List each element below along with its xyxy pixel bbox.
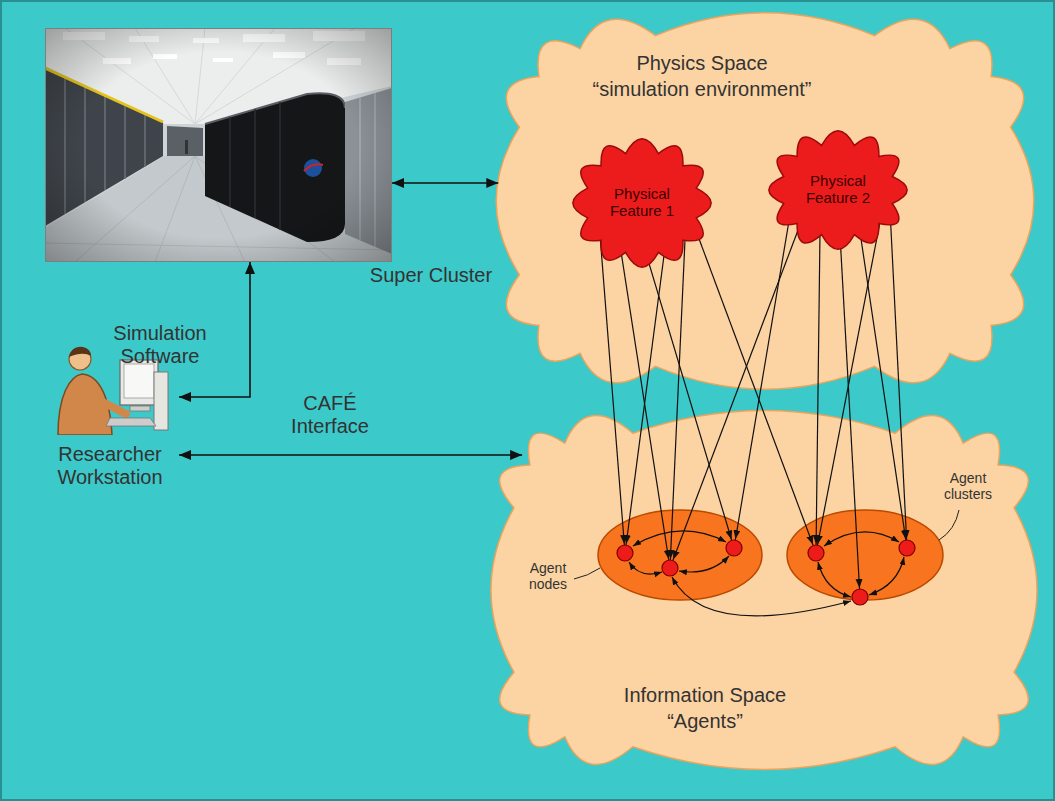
path-part [890,210,907,548]
text-holder: Physics Space [636,52,767,75]
agent-cluster [598,510,762,600]
feature-agent-links [600,210,907,597]
path-part [869,557,904,595]
text-holder: Super Cluster [370,264,492,287]
path-part [633,531,726,546]
path-part [816,222,880,553]
path-part [860,232,907,548]
cloud-shape [491,411,1037,770]
circle-part [617,545,633,561]
path-part [69,347,91,357]
path-part [645,250,734,548]
circle-part [899,540,915,556]
connector-arrow [392,182,498,184]
path-part [818,562,851,597]
path-part [670,240,685,568]
node-text: “Agents” [667,710,743,733]
text-holder: Information Space [624,684,786,707]
path-part [816,232,820,553]
text-holder: “Agents” [667,710,743,733]
path-part [629,562,662,574]
text-holder: CAFÉ Interface [275,392,385,438]
feature-cloud: Physical Feature 1 [572,138,712,268]
path-part [625,248,665,553]
node-text: “simulation environment” [593,78,812,101]
photo-frame: Super Cluster [45,28,392,262]
path-part [620,245,670,568]
circle-part [726,540,742,556]
node-text: Information Space [624,684,786,707]
edge-label: CAFÉ Interface [275,392,385,438]
polygon-part [106,418,156,426]
path-part [574,568,600,579]
node-text: Physical Feature 2 [796,172,880,207]
circle-part [852,589,868,605]
path-part [939,510,959,540]
rect-part [45,28,392,262]
path-part [824,532,899,546]
feature-cloud: Physical Feature 2 [768,130,908,250]
rect-part [46,29,392,262]
path-part [679,556,729,572]
information-cloud: Information Space “Agents” [490,410,1038,770]
text-holder: Agent nodes [520,560,576,592]
agent-cluster [787,510,943,600]
edge-label: Simulation Software [100,322,220,368]
leader-lines [574,510,959,579]
path-part [695,228,816,553]
circle-part [808,545,824,561]
path-part [670,225,800,568]
text-holder: Physical Feature 2 [796,172,880,207]
cloud-shape [769,131,907,250]
node-text: Physical Feature 1 [600,185,684,220]
circle-part [662,560,678,576]
path-part [840,235,860,597]
callout-label: Agent nodes [520,560,576,592]
rect-part [130,406,150,411]
node-text: Physics Space [636,52,767,75]
cloud-shape [496,13,1034,389]
supercomputer-photo [45,28,392,262]
node-text: Super Cluster [370,264,492,287]
cloud-outline [490,410,1038,770]
path-part [600,235,625,553]
rect-part [154,372,168,430]
node-text: Researcher Workstation [45,443,175,489]
cloud-shape [573,139,711,267]
agent-links [629,531,904,616]
rect-part [124,364,154,398]
rect-part [45,28,392,262]
path-part [734,215,790,548]
callout-label: Agent clusters [937,470,999,502]
text-holder: Agent clusters [937,470,999,502]
text-holder: Researcher Workstation [45,443,175,489]
text-holder: Physical Feature 1 [600,185,684,220]
agent-nodes [617,540,915,605]
path-part [672,577,851,616]
text-holder: “simulation environment” [593,78,812,101]
connector-arrow [179,454,522,456]
physics-cloud: Physics Space “simulation environment” Phy… [495,12,1035,390]
text-holder: Simulation Software [100,322,220,368]
